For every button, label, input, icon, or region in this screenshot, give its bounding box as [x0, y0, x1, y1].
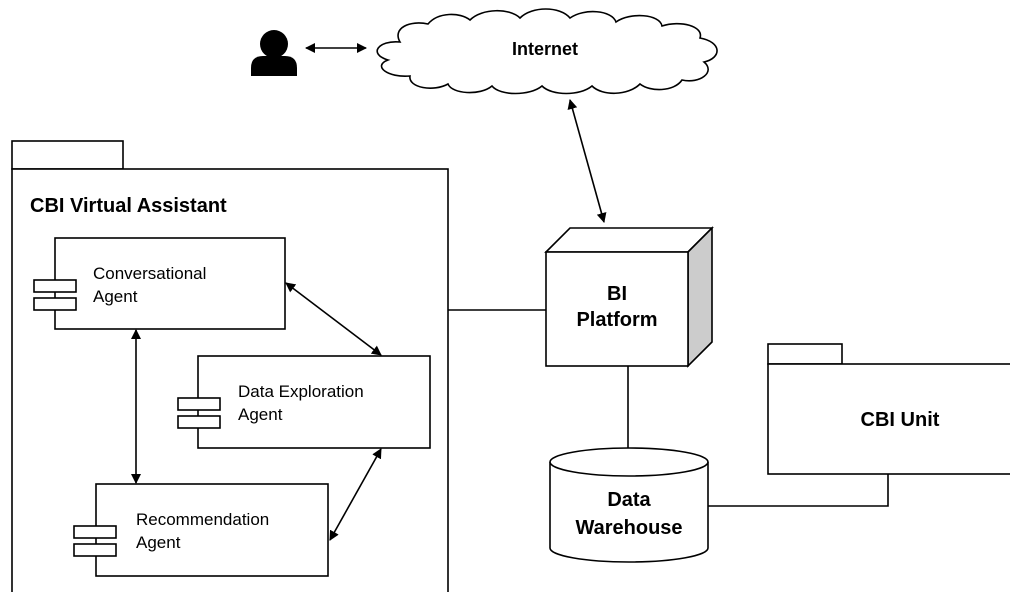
component-icon-slot: [177, 415, 221, 429]
conversational-agent-component: Conversational Agent: [33, 237, 286, 330]
conversational-agent-line1: Conversational: [93, 264, 206, 283]
node-front-face: [545, 251, 689, 367]
package-title: CBI Virtual Assistant: [30, 195, 227, 217]
component-icon-slot: [73, 543, 117, 557]
recommendation-agent-line2: Agent: [136, 533, 181, 552]
exploration-recommendation-connector: [329, 448, 382, 541]
package-body: [767, 363, 1010, 475]
conversational-exploration-connector: [285, 282, 382, 356]
component-icon-slot: [73, 525, 117, 539]
package-tab: [11, 140, 124, 170]
internet-cloud: Internet: [376, 8, 718, 95]
recommendation-agent-component: Recommendation Agent: [73, 483, 329, 577]
node-top-face: [544, 227, 714, 253]
internet-bi-connector: [567, 99, 607, 223]
internet-label: Internet: [512, 39, 578, 59]
bi-platform-node: BI Platform: [544, 226, 714, 368]
data-exploration-agent-line1: Data Exploration: [238, 382, 364, 401]
data-warehouse-line1: Data: [607, 489, 651, 511]
data-warehouse-line2: Warehouse: [575, 517, 682, 539]
data-exploration-agent-line2: Agent: [238, 405, 283, 424]
bi-platform-line2: Platform: [576, 309, 657, 331]
bi-platform-line1: BI: [607, 283, 627, 305]
package-tab: [767, 343, 843, 365]
conversational-agent-line2: Agent: [93, 287, 138, 306]
recommendation-agent-line1: Recommendation: [136, 510, 269, 529]
cbi-unit-label: CBI Unit: [861, 409, 940, 431]
node-side-face: [687, 226, 713, 368]
cbi-unit-package: CBI Unit: [767, 343, 1010, 475]
component-icon-slot: [177, 397, 221, 411]
component-icon-slot: [33, 279, 77, 293]
user-icon: [251, 30, 297, 76]
data-exploration-agent-component: Data Exploration Agent: [177, 355, 431, 449]
warehouse-cbi-unit-connector: [708, 474, 889, 507]
component-icon-slot: [33, 297, 77, 311]
data-warehouse-database: Data Warehouse: [549, 447, 709, 563]
